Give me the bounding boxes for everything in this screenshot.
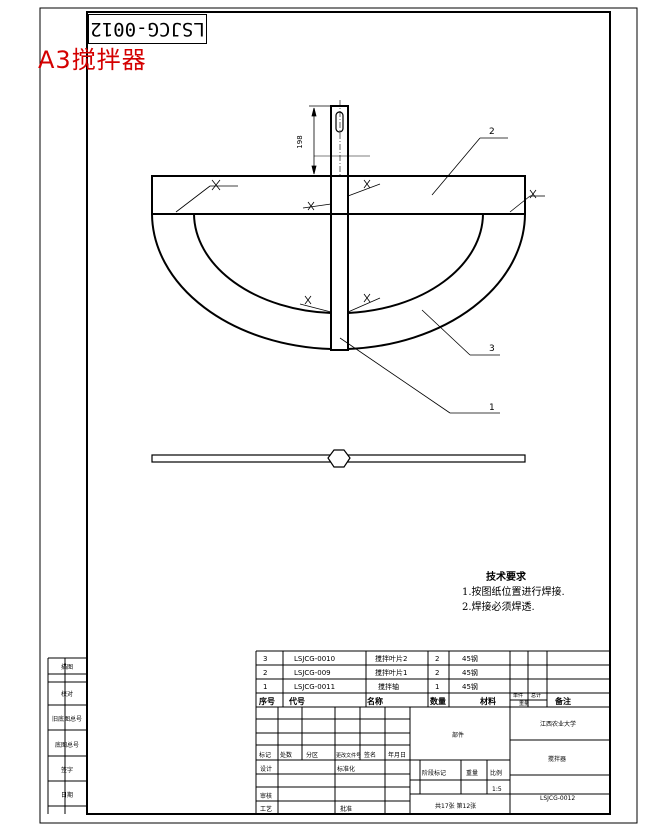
svg-text:批准: 批准 [340, 805, 352, 813]
svg-text:总计: 总计 [531, 692, 541, 699]
left-strip [47, 657, 87, 814]
svg-text:重量: 重量 [466, 769, 478, 777]
technical-requirements: 技术要求 1.按图纸位置进行焊接. 2.焊接必须焊透. [462, 570, 565, 615]
svg-text:标记: 标记 [259, 751, 271, 759]
svg-text:搅拌器: 搅拌器 [548, 755, 566, 763]
svg-text:重量: 重量 [519, 700, 529, 707]
tech-item-2: 2.焊接必须焊透. [462, 602, 535, 613]
bom-row-2: 2 LSJCG-009 搅拌叶片1 2 45钢 [263, 668, 478, 677]
side-label-old-base: 旧底图总号 [51, 716, 82, 723]
bom-row-1: 1 LSJCG-0011 搅拌轴 1 45钢 [263, 682, 478, 691]
tech-item-1: 1.按图纸位置进行焊接. [462, 587, 565, 598]
svg-text:LSJCG-009: LSJCG-009 [294, 669, 331, 677]
svg-text:数量: 数量 [430, 696, 446, 706]
svg-text:2: 2 [435, 669, 439, 677]
callout-1: 1 [489, 403, 495, 413]
svg-text:处数: 处数 [280, 751, 292, 759]
svg-text:LSJCG-0012: LSJCG-0012 [540, 795, 575, 802]
leader-lines [339, 137, 508, 414]
svg-text:分区: 分区 [306, 751, 318, 759]
svg-text:名称: 名称 [367, 696, 383, 706]
svg-text:部件: 部件 [452, 731, 464, 739]
dimension-text: 198 [296, 135, 304, 148]
svg-text:比例: 比例 [490, 769, 502, 777]
svg-text:2: 2 [435, 655, 439, 663]
svg-text:单件: 单件 [513, 692, 523, 699]
side-label-trace: 描图 [60, 664, 73, 671]
svg-text:签名: 签名 [364, 751, 376, 759]
dimension-line [309, 105, 330, 177]
title-block-grid [256, 707, 610, 814]
svg-text:45钢: 45钢 [462, 654, 478, 663]
svg-text:搅拌叶片1: 搅拌叶片1 [375, 668, 407, 677]
callout-3: 3 [489, 344, 495, 354]
svg-text:2: 2 [263, 669, 267, 677]
svg-text:更改文件号: 更改文件号 [336, 752, 361, 759]
svg-text:代号: 代号 [288, 696, 305, 706]
weld-symbols [175, 179, 545, 313]
side-label-date: 日期 [60, 792, 73, 799]
callout-2: 2 [489, 127, 495, 137]
svg-text:LSJCG-0010: LSJCG-0010 [294, 655, 335, 663]
svg-text:江西农业大学: 江西农业大学 [540, 720, 576, 728]
svg-text:1:5: 1:5 [492, 786, 502, 793]
stirrer-shaft [314, 100, 370, 351]
bom-header: 序号 代号 名称 数量 材料 单件 总计 重量 备注 [259, 692, 571, 707]
svg-text:工艺: 工艺 [260, 805, 272, 813]
bom-row-3: 3 LSJCG-0010 搅拌叶片2 2 45钢 [263, 654, 478, 663]
svg-text:搅拌轴: 搅拌轴 [378, 682, 399, 691]
svg-text:材料: 材料 [480, 696, 496, 706]
svg-text:45钢: 45钢 [462, 682, 478, 691]
svg-text:备注: 备注 [554, 696, 571, 706]
curved-blade [151, 213, 526, 350]
plan-view [151, 449, 526, 468]
shaft-through-bar [330, 175, 349, 215]
svg-text:1: 1 [435, 683, 439, 691]
title-block-text: 标记 处数 分区 更改文件号 签名 年月日 设计 标准化 审核 工艺 批准 部件… [259, 720, 576, 813]
svg-text:3: 3 [263, 655, 267, 663]
svg-text:年月日: 年月日 [388, 751, 406, 759]
side-label-base: 底图总号 [54, 742, 79, 749]
svg-text:序号: 序号 [259, 696, 275, 706]
watermark-title: A3搅拌器 [38, 46, 147, 74]
tech-title: 技术要求 [486, 572, 526, 583]
svg-text:1: 1 [263, 683, 267, 691]
svg-text:搅拌叶片2: 搅拌叶片2 [375, 654, 407, 663]
svg-text:45钢: 45钢 [462, 668, 478, 677]
drawing-number-stamp: LSJCG-0012 [88, 14, 207, 44]
svg-text:标准化: 标准化 [337, 765, 355, 773]
inner-frame [86, 11, 611, 815]
svg-text:LSJCG-0011: LSJCG-0011 [294, 683, 335, 691]
side-label-check: 校对 [60, 691, 73, 698]
svg-text:设计: 设计 [260, 765, 272, 773]
svg-text:阶段标记: 阶段标记 [422, 769, 446, 777]
outer-border [39, 7, 638, 824]
side-label-sign: 签字 [60, 767, 73, 774]
svg-text:审核: 审核 [260, 792, 272, 800]
svg-text:共17张 第12张: 共17张 第12张 [435, 802, 476, 810]
bom-table-grid [255, 650, 610, 814]
